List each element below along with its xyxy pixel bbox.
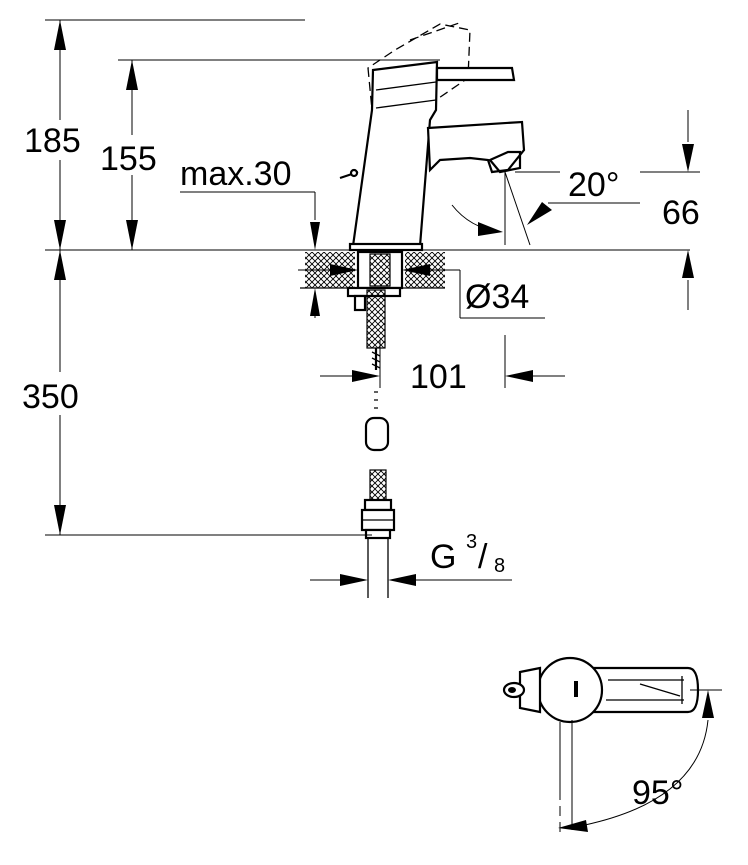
dimension-angle-20: 20°	[451, 166, 640, 246]
label-66: 66	[662, 194, 700, 232]
label-155: 155	[100, 140, 157, 178]
label-350: 350	[22, 378, 79, 416]
label-thread-numerator: 3	[466, 531, 477, 553]
label-thread-g: G	[430, 538, 456, 576]
dimension-101: 101	[320, 335, 565, 396]
faucet-body	[339, 21, 526, 252]
label-max30: max.30	[180, 155, 292, 193]
label-angle-20: 20°	[568, 166, 619, 204]
dimension-350: 350	[22, 250, 372, 536]
dimension-thread-g38: G 3 / 8	[310, 531, 512, 586]
label-diameter-34: Ø34	[465, 278, 529, 316]
label-rotation-95: 95°	[632, 774, 683, 812]
mounting-assembly	[346, 250, 404, 598]
dimension-185: 185	[24, 19, 305, 250]
dimension-66: 66	[640, 110, 700, 310]
top-view: 95°	[502, 656, 722, 832]
label-thread-slash: /	[478, 538, 488, 576]
dimension-diameter-34: Ø34	[330, 264, 545, 319]
label-185: 185	[24, 122, 81, 160]
dimension-155: 155	[100, 59, 440, 250]
label-thread-denominator: 8	[494, 555, 505, 577]
dimension-max30: max.30	[180, 155, 320, 318]
label-101: 101	[410, 358, 467, 396]
